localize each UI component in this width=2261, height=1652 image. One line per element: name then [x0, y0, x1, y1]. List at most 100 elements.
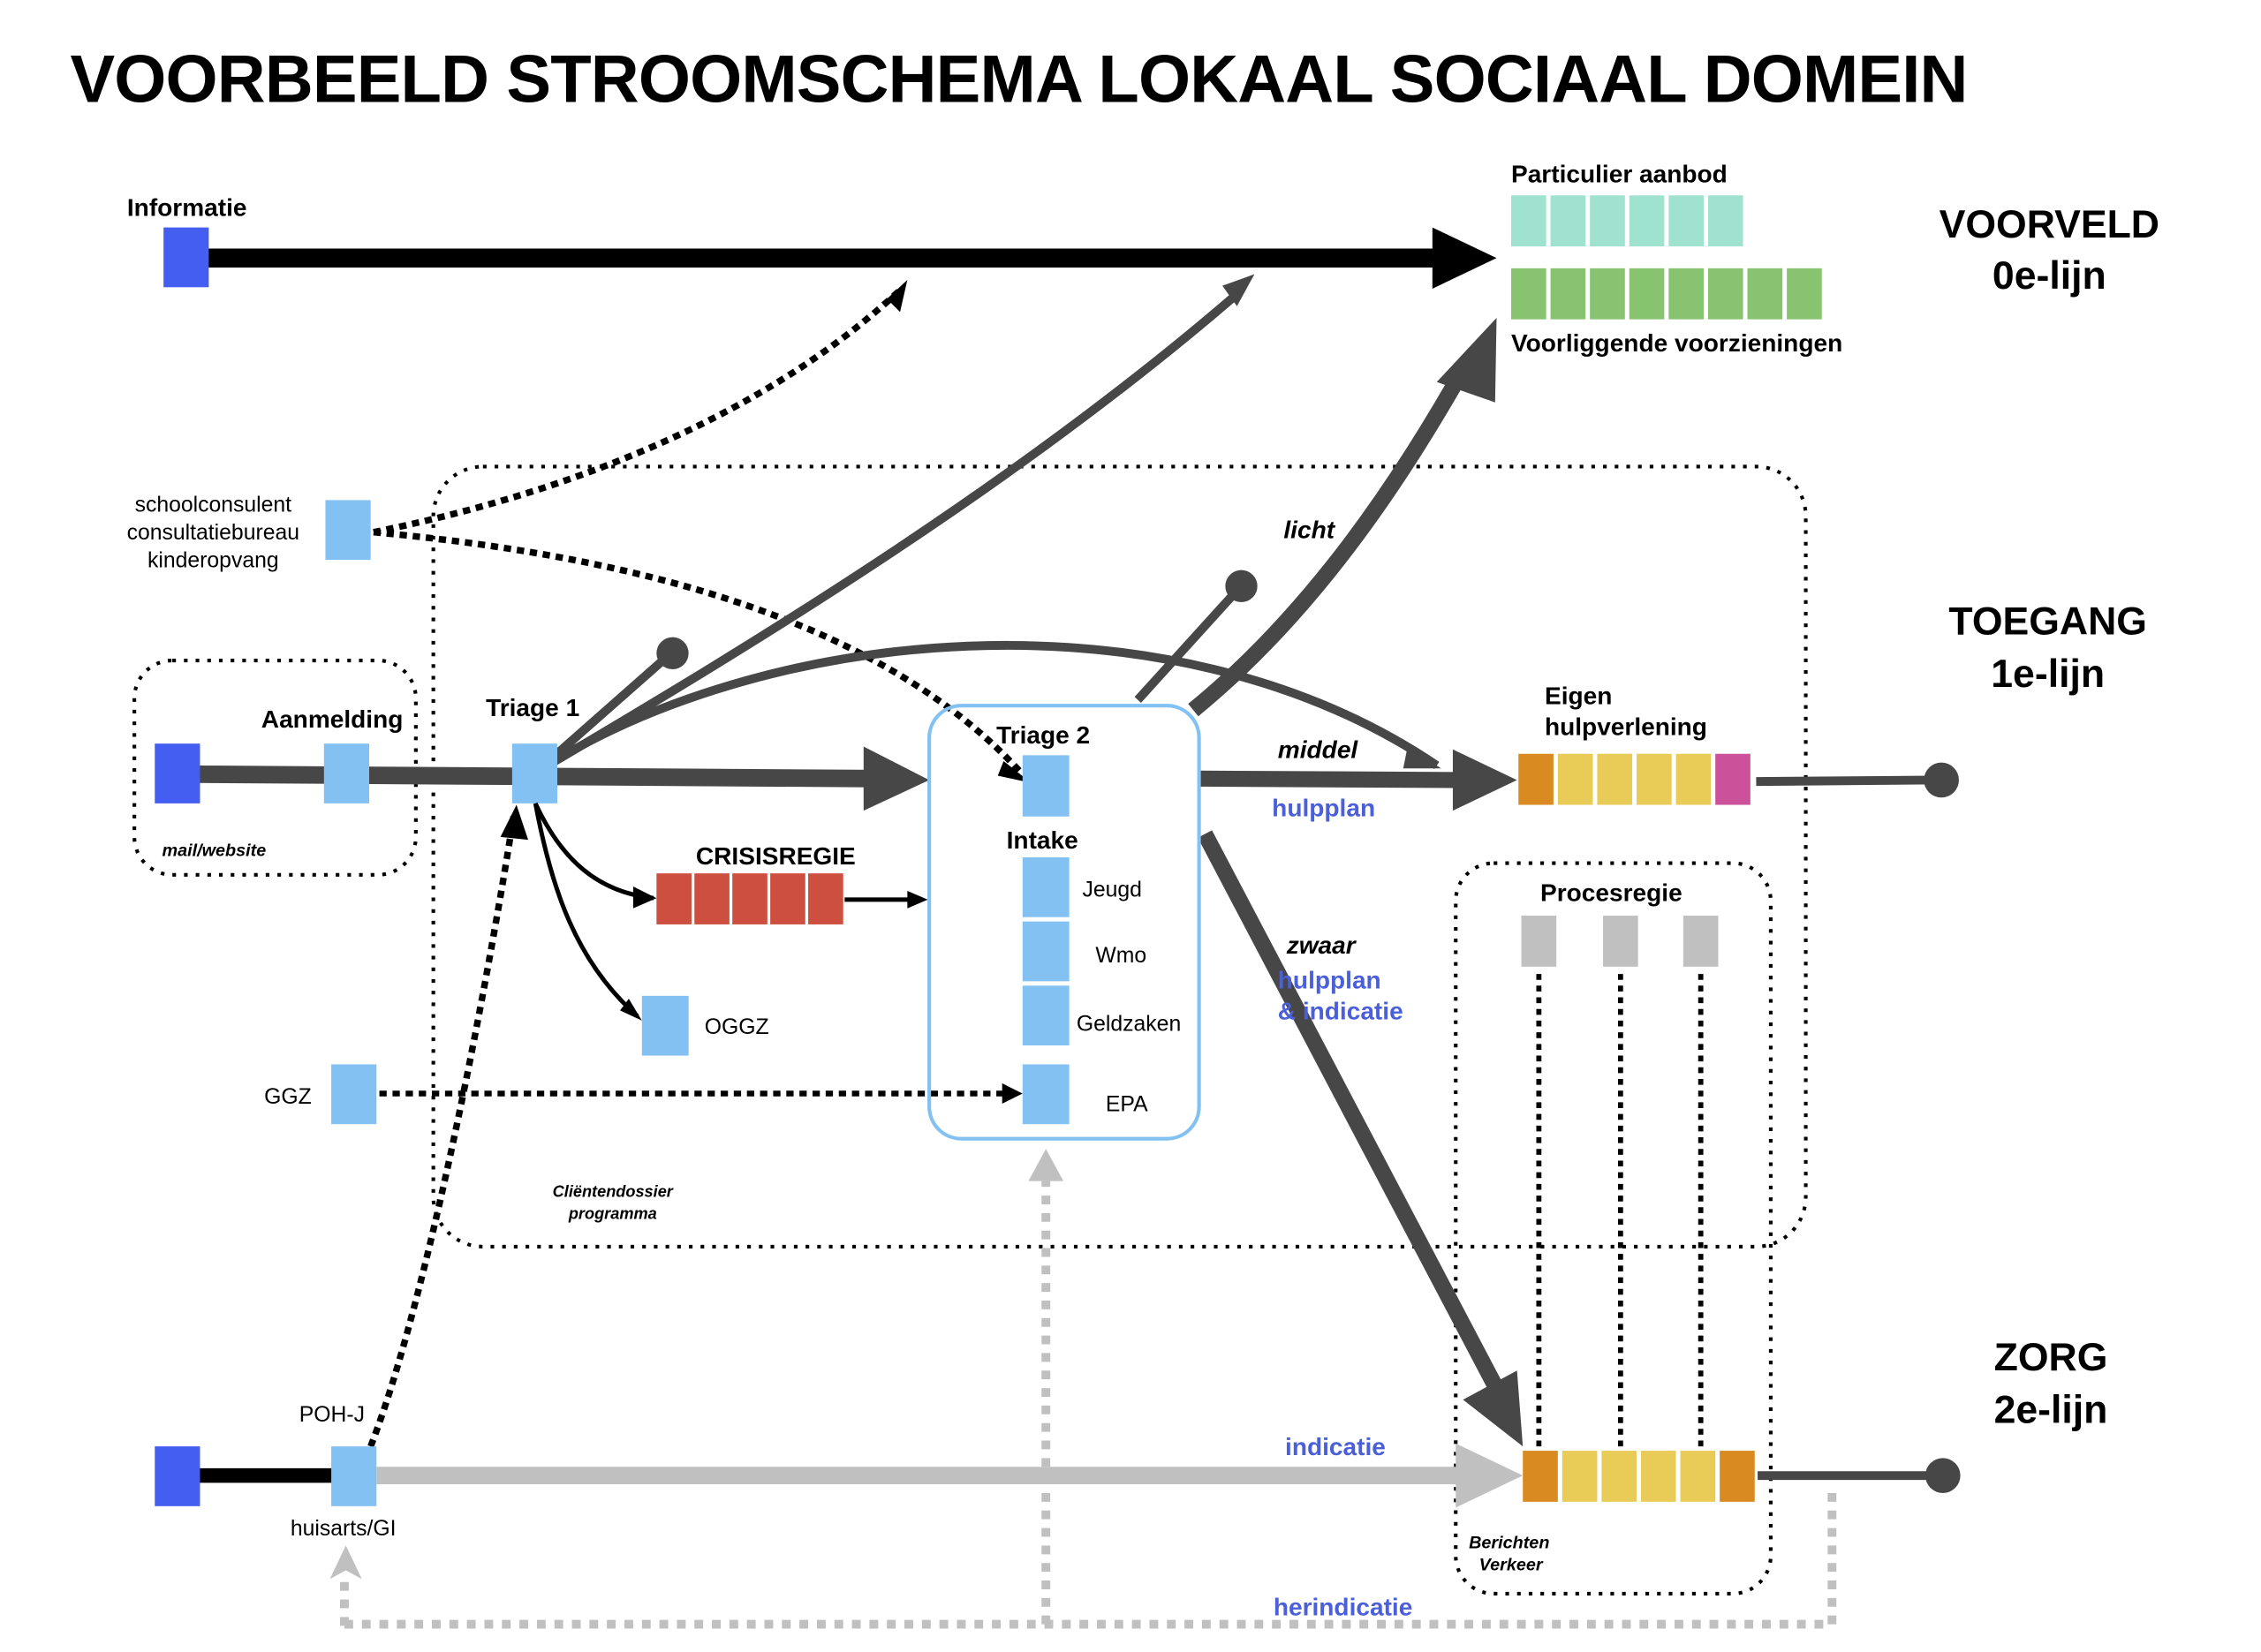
arrowhead-icon — [1222, 274, 1255, 306]
crisisregie-cell[interactable] — [808, 873, 843, 924]
zorg-provider-cells — [1523, 1451, 1755, 1502]
voorliggende-voorziening-cell[interactable] — [1550, 268, 1586, 320]
intake-node-jeugd[interactable] — [1022, 856, 1070, 917]
middel-label: middel — [1278, 736, 1359, 764]
triage1-to-eigen-hulpverlening-arrow — [533, 641, 1440, 777]
intake-domain-label: Wmo — [1095, 944, 1146, 968]
procesregie-node[interactable] — [1683, 916, 1719, 967]
intake-domain-label: Jeugd — [1083, 879, 1142, 902]
voorliggende-voorziening-cell[interactable] — [1707, 268, 1743, 320]
crisisregie-cell[interactable] — [656, 873, 692, 924]
arrowhead-icon — [1403, 746, 1441, 769]
intake-node-wmo[interactable] — [1022, 921, 1070, 982]
poh-j-node[interactable] — [331, 1446, 377, 1506]
crisisregie-label: CRISISREGIE — [696, 842, 856, 870]
zorg-provider-cell[interactable] — [1640, 1451, 1676, 1502]
signaleerder-line: consultatiebureau — [127, 521, 299, 545]
intake-domain-label: Geldzaken — [1077, 1012, 1181, 1036]
herindicatie-dotted-loop — [344, 1490, 1837, 1629]
zorg-provider-cell[interactable] — [1523, 1451, 1558, 1502]
clientendossier-label-line: programma — [568, 1205, 657, 1223]
berichtenverkeer-label-line: Berichten — [1469, 1534, 1549, 1553]
voorliggende-voorziening-cell[interactable] — [1668, 268, 1704, 320]
crisisregie-cell[interactable] — [732, 873, 768, 924]
particulier-aanbod-label: Particulier aanbod — [1511, 160, 1728, 187]
arrowhead-icon — [632, 886, 657, 909]
level-toegang: TOEGANG 1e-lijn — [1948, 600, 2147, 695]
ggz-node[interactable] — [331, 1064, 377, 1125]
licht-flow-arrow — [1188, 360, 1473, 717]
intake-node-epa[interactable] — [1022, 1064, 1070, 1125]
eigen-hulpverlening-cell[interactable] — [1518, 753, 1554, 805]
level-name: TOEGANG — [1948, 600, 2147, 643]
signaleerder-line: kinderopvang — [147, 548, 279, 572]
signaleerders-node[interactable] — [325, 500, 371, 561]
procesregie-node[interactable] — [1603, 916, 1638, 967]
triage2-intake-frame — [927, 704, 1201, 1141]
clientendossier-label-line: Cliëntendossier — [553, 1183, 674, 1201]
informatie-arrowhead — [1432, 227, 1497, 289]
aanmelding-entry-node[interactable] — [155, 743, 200, 803]
eigen-hulpverlening-cell[interactable] — [1675, 753, 1712, 805]
zorg-provider-cell[interactable] — [1680, 1451, 1716, 1502]
eigen-hulpverlening-exit-line — [1756, 775, 1933, 787]
eigen-hulpverlening-cell[interactable] — [1597, 753, 1633, 805]
signaleerders-label: schoolconsulent consultatiebureau kinder… — [127, 494, 299, 573]
voorliggende-voorzieningen-label: Voorliggende voorzieningen — [1511, 329, 1842, 357]
zorg-provider-cell[interactable] — [1720, 1451, 1755, 1502]
indicatie-arrowhead — [1456, 1443, 1524, 1508]
triage1-to-triage2-arrowhead — [863, 746, 930, 811]
particulier-aanbod-cell[interactable] — [1590, 195, 1625, 247]
particulier-aanbod-cell[interactable] — [1707, 195, 1743, 247]
eigen-hulpverlening-cell[interactable] — [1557, 753, 1593, 805]
arrowhead-icon — [1436, 317, 1497, 403]
signaleerder-to-voorveld-dotted-arrow — [373, 286, 904, 536]
intake-node-geldzaken[interactable] — [1022, 985, 1070, 1046]
arrowhead-icon — [887, 280, 908, 313]
eigen-hulpverlening-label-line: hulpverlening — [1545, 713, 1707, 740]
berichtenverkeer-label-line: Verkeer — [1479, 1555, 1544, 1574]
crisisregie-cell[interactable] — [694, 873, 730, 924]
triage1-to-oggz-arrow — [533, 803, 639, 1018]
signaleerder-line: schoolconsulent — [135, 494, 292, 517]
middel-flow-line — [1199, 770, 1459, 788]
informatie-node[interactable] — [163, 227, 209, 288]
voorliggende-voorziening-cell[interactable] — [1590, 268, 1625, 320]
eigen-hulpverlening-cell[interactable] — [1637, 753, 1672, 805]
triage1-node[interactable] — [511, 743, 558, 803]
aanmelding-channel-label: mail/website — [163, 841, 267, 860]
voorliggende-voorziening-cell[interactable] — [1747, 268, 1783, 320]
particulier-aanbod-cell[interactable] — [1668, 195, 1704, 247]
particulier-aanbod-cell[interactable] — [1550, 195, 1586, 247]
eigen-hulpverlening-label-line: Eigen — [1545, 683, 1612, 710]
particulier-aanbod-cell[interactable] — [1510, 195, 1546, 247]
intake-domain-label: EPA — [1106, 1092, 1148, 1116]
zorg-entry-node[interactable] — [155, 1446, 200, 1506]
voorliggende-voorziening-cell[interactable] — [1629, 268, 1665, 320]
crisisregie-cell[interactable] — [770, 873, 805, 924]
crisisregie-cells — [656, 873, 843, 924]
triage2-label: Triage 2 — [996, 721, 1090, 749]
arrowhead-icon — [1002, 1082, 1023, 1105]
herindicatie-label: herindicatie — [1274, 1594, 1413, 1621]
arrowhead-icon — [907, 890, 928, 909]
zorg-provider-cell[interactable] — [1562, 1451, 1598, 1502]
oggz-node[interactable] — [641, 995, 689, 1056]
triage2-node[interactable] — [1022, 755, 1070, 817]
oggz-label: OGGZ — [705, 1015, 769, 1039]
particulier-aanbod-cell[interactable] — [1629, 195, 1665, 247]
arrowhead-icon — [500, 804, 529, 841]
zwaar-flow-line — [1198, 830, 1510, 1404]
procesregie-node[interactable] — [1521, 916, 1557, 967]
eigen-hulpverlening-cell[interactable] — [1715, 753, 1751, 805]
licht-label: licht — [1283, 516, 1335, 543]
aanmelding-node[interactable] — [323, 743, 370, 803]
level-voorveld: VOORVELD 0e-lijn — [1940, 203, 2159, 298]
voorliggende-voorziening-cell[interactable] — [1510, 268, 1546, 320]
poh-j-label: POH-J — [299, 1403, 365, 1427]
voorliggende-voorziening-cell[interactable] — [1787, 268, 1822, 320]
intake-label: Intake — [1007, 826, 1078, 854]
zorg-provider-cell[interactable] — [1601, 1451, 1637, 1502]
zwaar-sub-label: & indicatie — [1278, 997, 1403, 1024]
